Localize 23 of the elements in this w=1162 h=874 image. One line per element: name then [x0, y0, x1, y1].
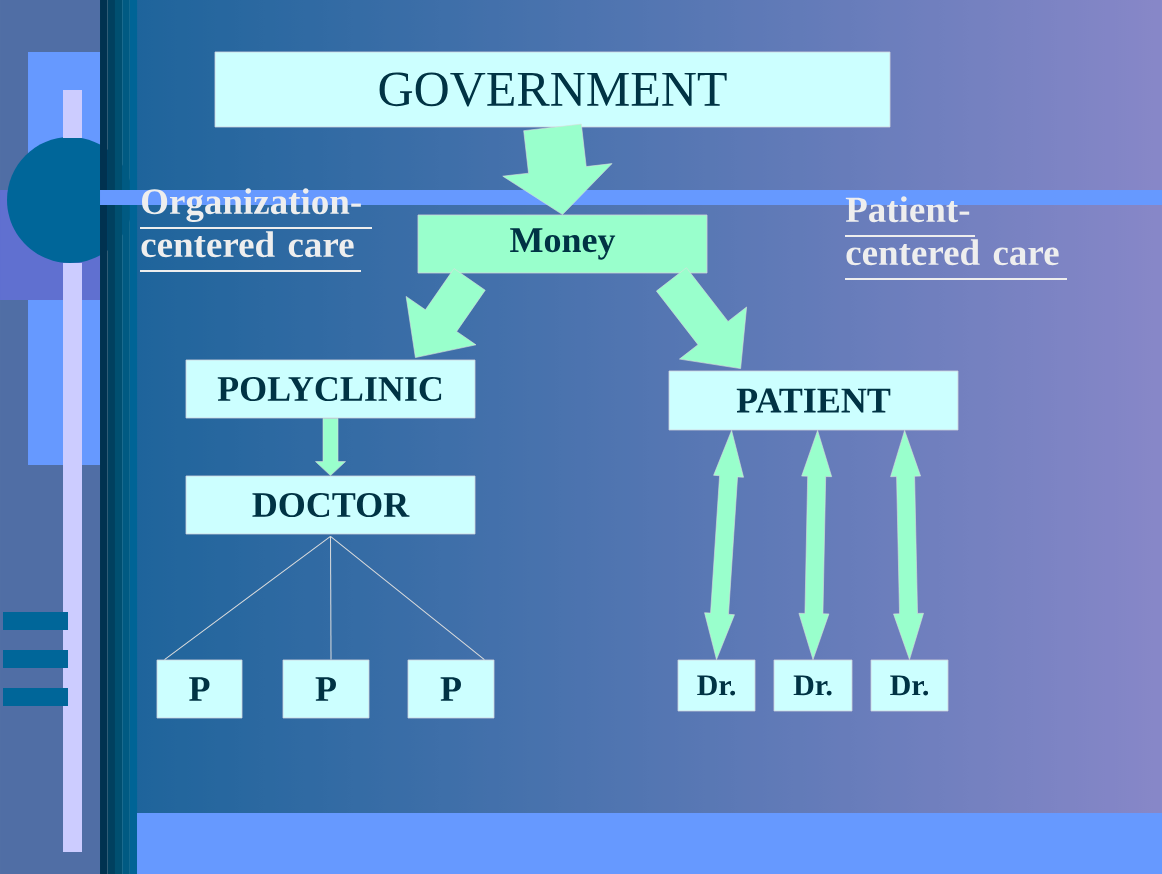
block-arrow	[315, 418, 346, 476]
doctor-box: Dr.	[677, 659, 756, 712]
double-arrow	[704, 430, 744, 660]
patient-box: P	[156, 659, 243, 719]
patient-box: P	[282, 659, 370, 719]
heading-box: GOVERNMENT	[214, 51, 891, 128]
connector-line	[330, 535, 332, 661]
doctor-box: Dr.	[773, 659, 853, 712]
label-box: PATIENT	[668, 370, 959, 431]
underlined-heading: Organization- centered care	[139, 188, 373, 272]
connector-line	[164, 535, 331, 661]
double-arrow	[798, 430, 832, 660]
block-arrow	[405, 268, 486, 358]
money-box: Money	[417, 214, 708, 274]
label-box: POLYCLINIC	[185, 359, 476, 419]
doctor-box: Dr.	[870, 659, 949, 712]
patient-box: P	[407, 659, 495, 719]
block-arrow	[502, 123, 613, 215]
connector-line	[330, 535, 485, 661]
double-arrow	[890, 430, 924, 660]
block-arrow	[656, 267, 747, 369]
underlined-heading: Patient- centered care	[844, 196, 1068, 280]
label-box: DOCTOR	[185, 475, 476, 535]
